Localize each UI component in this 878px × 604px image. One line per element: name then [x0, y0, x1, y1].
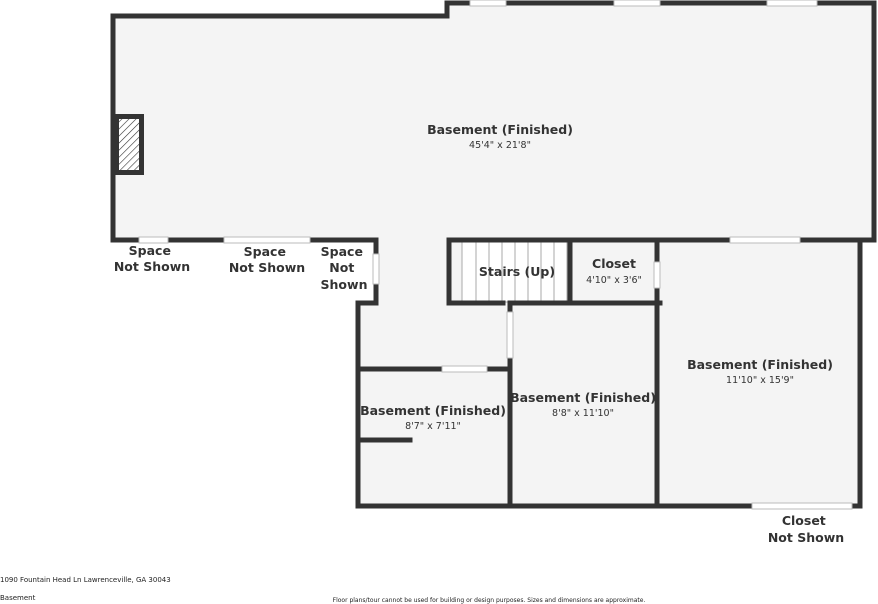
closet-not-shown: Closet Not Shown [768, 513, 844, 545]
middle-basement-name: Basement (Finished) [510, 390, 656, 405]
footer-disclaimer: Floor plans/tour cannot be used for buil… [333, 597, 646, 604]
wall-openings [138, 0, 853, 510]
space-not-shown-1: Space Not Shown [114, 243, 190, 274]
fireplace [114, 114, 144, 175]
small-basement-dim: 8'7" x 7'11" [405, 421, 461, 432]
main-basement-name: Basement (Finished) [427, 122, 573, 137]
closet-name: Closet [592, 256, 636, 271]
middle-basement-dim: 8'8" x 11'10" [552, 408, 614, 419]
closet-dim: 4'10" x 3'6" [586, 275, 642, 286]
space-not-shown-2: Space Not Shown [229, 244, 305, 275]
footer-level: Basement [0, 594, 36, 602]
stairs-name: Stairs (Up) [479, 264, 555, 279]
main-basement-dim: 45'4" x 21'8" [469, 140, 531, 151]
small-basement-name: Basement (Finished) [360, 403, 506, 418]
right-basement-name: Basement (Finished) [687, 357, 833, 372]
space-not-shown-3: Space Not Shown [321, 244, 368, 292]
footer-address: 1090 Fountain Head Ln Lawrenceville, GA … [0, 576, 171, 584]
right-basement-dim: 11'10" x 15'9" [726, 375, 794, 386]
